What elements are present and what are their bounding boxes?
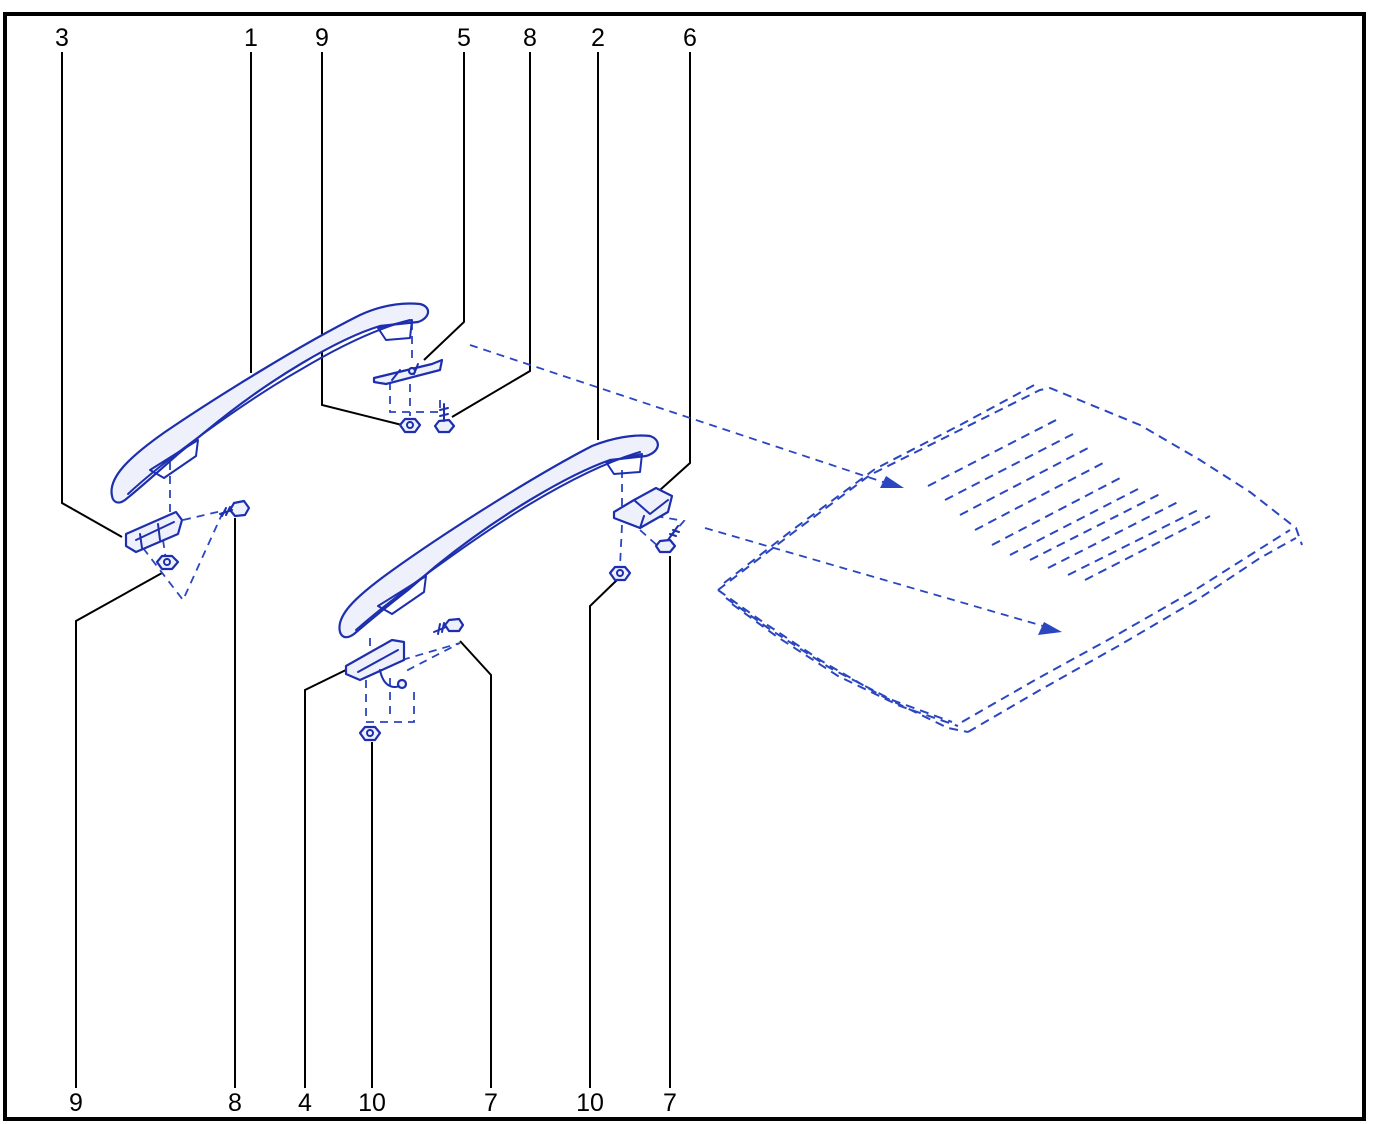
leader-9-bottom xyxy=(75,572,163,1088)
callout-5: 5 xyxy=(457,24,471,52)
callout-8-top: 8 xyxy=(523,24,537,52)
roof-outline-left-2 xyxy=(725,597,953,723)
bolt-8-front xyxy=(433,403,456,434)
bracket-5 xyxy=(372,358,444,386)
bracket-6 xyxy=(612,486,674,530)
arrowhead-upper xyxy=(880,476,904,488)
nut-10-right xyxy=(608,565,632,582)
dash-rear-triangle xyxy=(142,511,224,602)
nut-10-left xyxy=(358,725,382,742)
leader-4 xyxy=(304,667,351,1088)
leader-9-top xyxy=(321,52,403,426)
leader-lines xyxy=(61,52,691,1088)
roof-outline-top xyxy=(717,386,1303,591)
callout-7-left: 7 xyxy=(484,1089,498,1117)
roof-rail-2-foot-rear xyxy=(377,575,427,615)
callout-10-right: 10 xyxy=(576,1089,604,1117)
roof-outline-left xyxy=(717,589,969,733)
roof-outline-bottom xyxy=(967,537,1297,733)
roof-rail-2 xyxy=(338,434,659,639)
dash-rail2-rear-bolt xyxy=(401,642,461,673)
callout-10-left: 10 xyxy=(358,1089,386,1117)
callout-3: 3 xyxy=(55,24,69,52)
callout-1: 1 xyxy=(244,24,258,52)
bolt-8-rear xyxy=(219,499,251,518)
callouts-top: 3 1 9 5 8 2 6 xyxy=(55,24,697,52)
roof-rail-2-foot-front xyxy=(605,453,643,475)
callout-9-top: 9 xyxy=(315,24,329,52)
roof-outline-left-3 xyxy=(731,603,959,727)
roof-rail-2-body xyxy=(338,434,659,639)
arrowhead-lower xyxy=(1038,622,1062,635)
bracket-4 xyxy=(344,638,408,690)
leader-10-right xyxy=(589,579,618,1088)
nut-9-front xyxy=(398,417,422,434)
nuts xyxy=(155,417,632,742)
leader-3 xyxy=(61,52,123,538)
dash-rear-bolt xyxy=(182,509,227,521)
callout-6: 6 xyxy=(683,24,697,52)
callout-8-bottom: 8 xyxy=(228,1089,242,1117)
diagram-frame xyxy=(3,12,1366,1121)
bolt-7-left xyxy=(433,617,465,635)
bolt-7-right xyxy=(654,525,680,554)
callout-4: 4 xyxy=(298,1089,312,1117)
dash-arrow-lower xyxy=(704,527,1051,629)
leader-6 xyxy=(659,52,691,491)
bolts xyxy=(219,403,680,635)
leader-8-top xyxy=(451,52,531,418)
callout-7-right: 7 xyxy=(663,1089,677,1117)
dash-rail2-front-nut xyxy=(619,524,623,567)
leader-5 xyxy=(423,52,465,361)
dash-rail2-rear-box xyxy=(365,680,415,723)
roof-rail-2-edge xyxy=(355,451,641,631)
callout-9-bottom: 9 xyxy=(69,1089,83,1117)
leader-7-left xyxy=(459,640,492,1088)
callouts-bottom: 9 8 4 10 7 10 7 xyxy=(69,1089,677,1117)
roof-panel xyxy=(717,382,1303,733)
nut-9-rear xyxy=(155,554,180,571)
roof-outline-top-2 xyxy=(723,382,1039,584)
roof-rail-1-foot-front xyxy=(377,319,413,341)
roof-rail-1-edge xyxy=(127,319,411,495)
callout-2: 2 xyxy=(591,24,605,52)
roof-outline-bottom-2 xyxy=(961,529,1291,723)
dash-arrow-upper xyxy=(469,344,893,486)
roof-pattern xyxy=(927,417,1211,581)
roof-rail-1-foot-rear xyxy=(149,439,199,479)
dash-front-bracket xyxy=(389,382,441,413)
roof-rail-1 xyxy=(110,302,430,504)
bracket-3 xyxy=(124,510,184,554)
